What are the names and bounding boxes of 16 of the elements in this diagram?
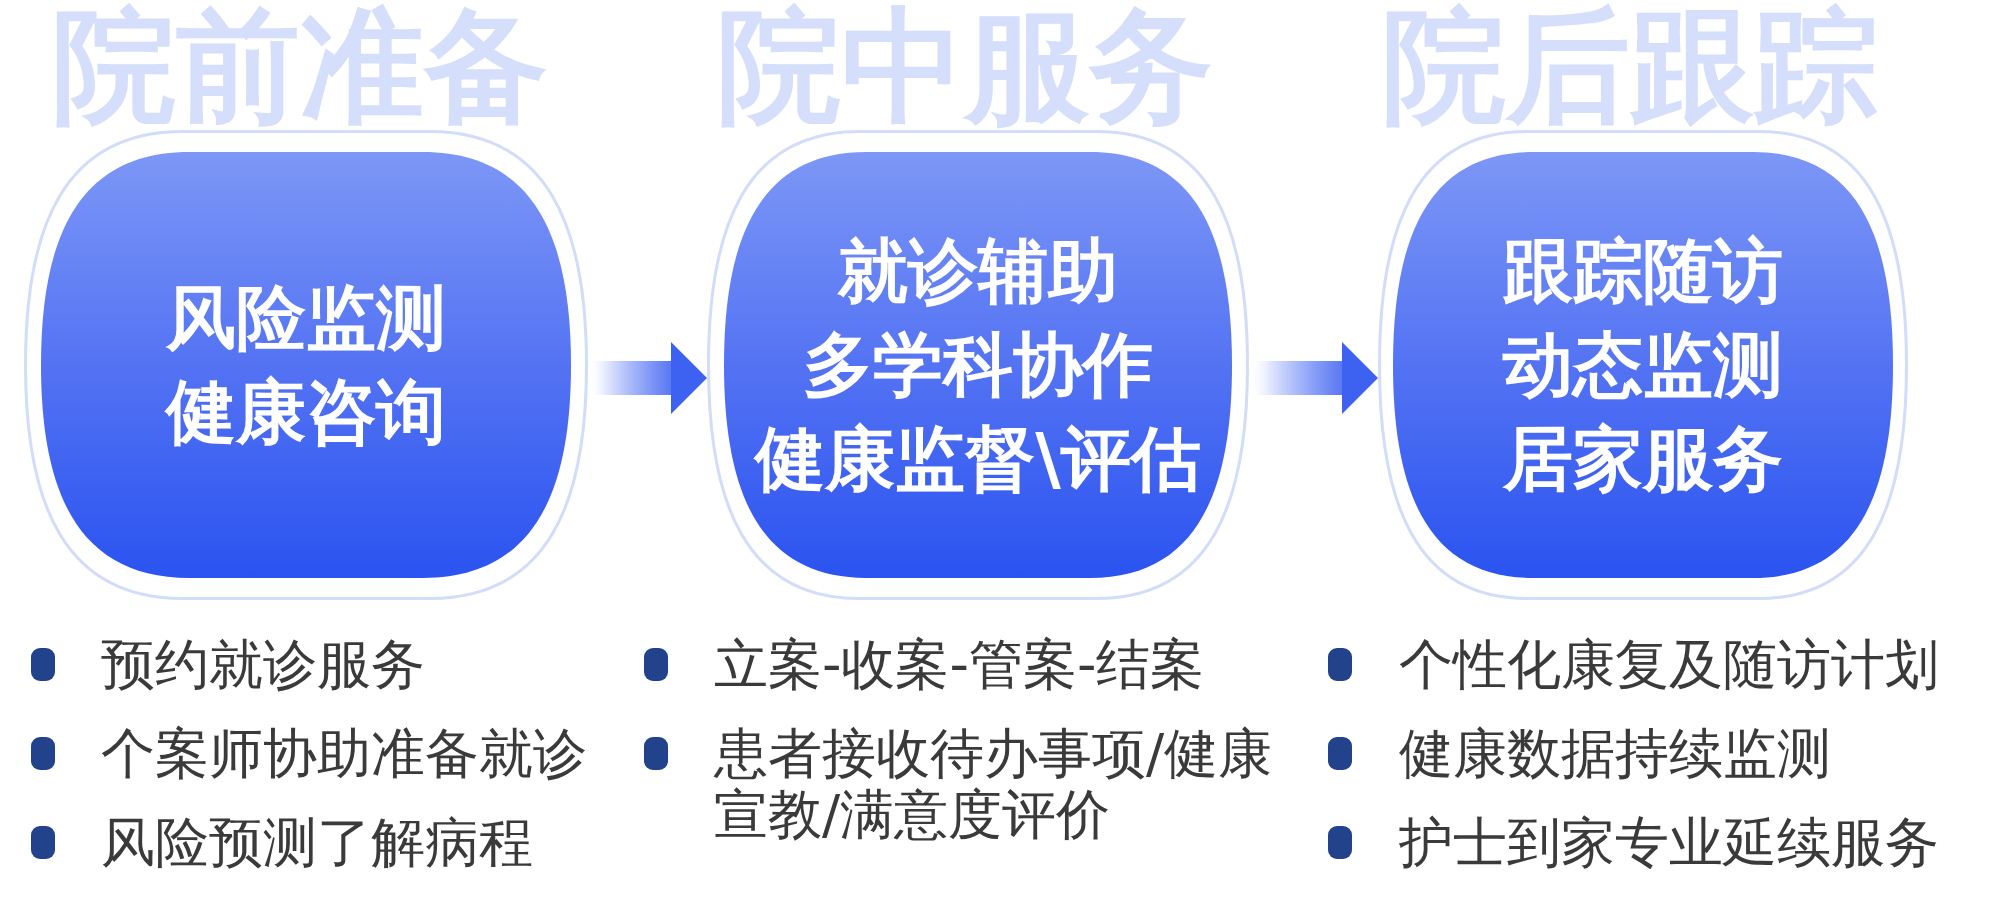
stage-text: 居家服务 xyxy=(1503,424,1783,494)
list-item-text: 患者接收待办事项/健康宣教/满意度评价 xyxy=(714,723,1274,845)
list-item-text: 个性化康复及随访计划 xyxy=(1399,634,1939,695)
stage-text: 多学科协作 xyxy=(803,330,1153,400)
stage-text: 健康咨询 xyxy=(166,377,446,447)
list-item-text: 健康数据持续监测 xyxy=(1399,723,1831,784)
list-item-text: 预约就诊服务 xyxy=(101,634,425,695)
stage-text: 跟踪随访 xyxy=(1503,236,1783,306)
stage-text: 风险监测 xyxy=(166,283,446,353)
list-item-text: 立案-收案-管案-结案 xyxy=(714,634,1205,695)
list-item-text: 个案师协助准备就诊 xyxy=(101,723,587,784)
stage-text: 动态监测 xyxy=(1503,330,1783,400)
stage-text: 就诊辅助 xyxy=(838,236,1118,306)
stage-text: 健康监督\评估 xyxy=(755,424,1201,494)
list-item-text: 护士到家专业延续服务 xyxy=(1399,812,1939,873)
list-item-text: 风险预测了解病程 xyxy=(101,812,533,873)
